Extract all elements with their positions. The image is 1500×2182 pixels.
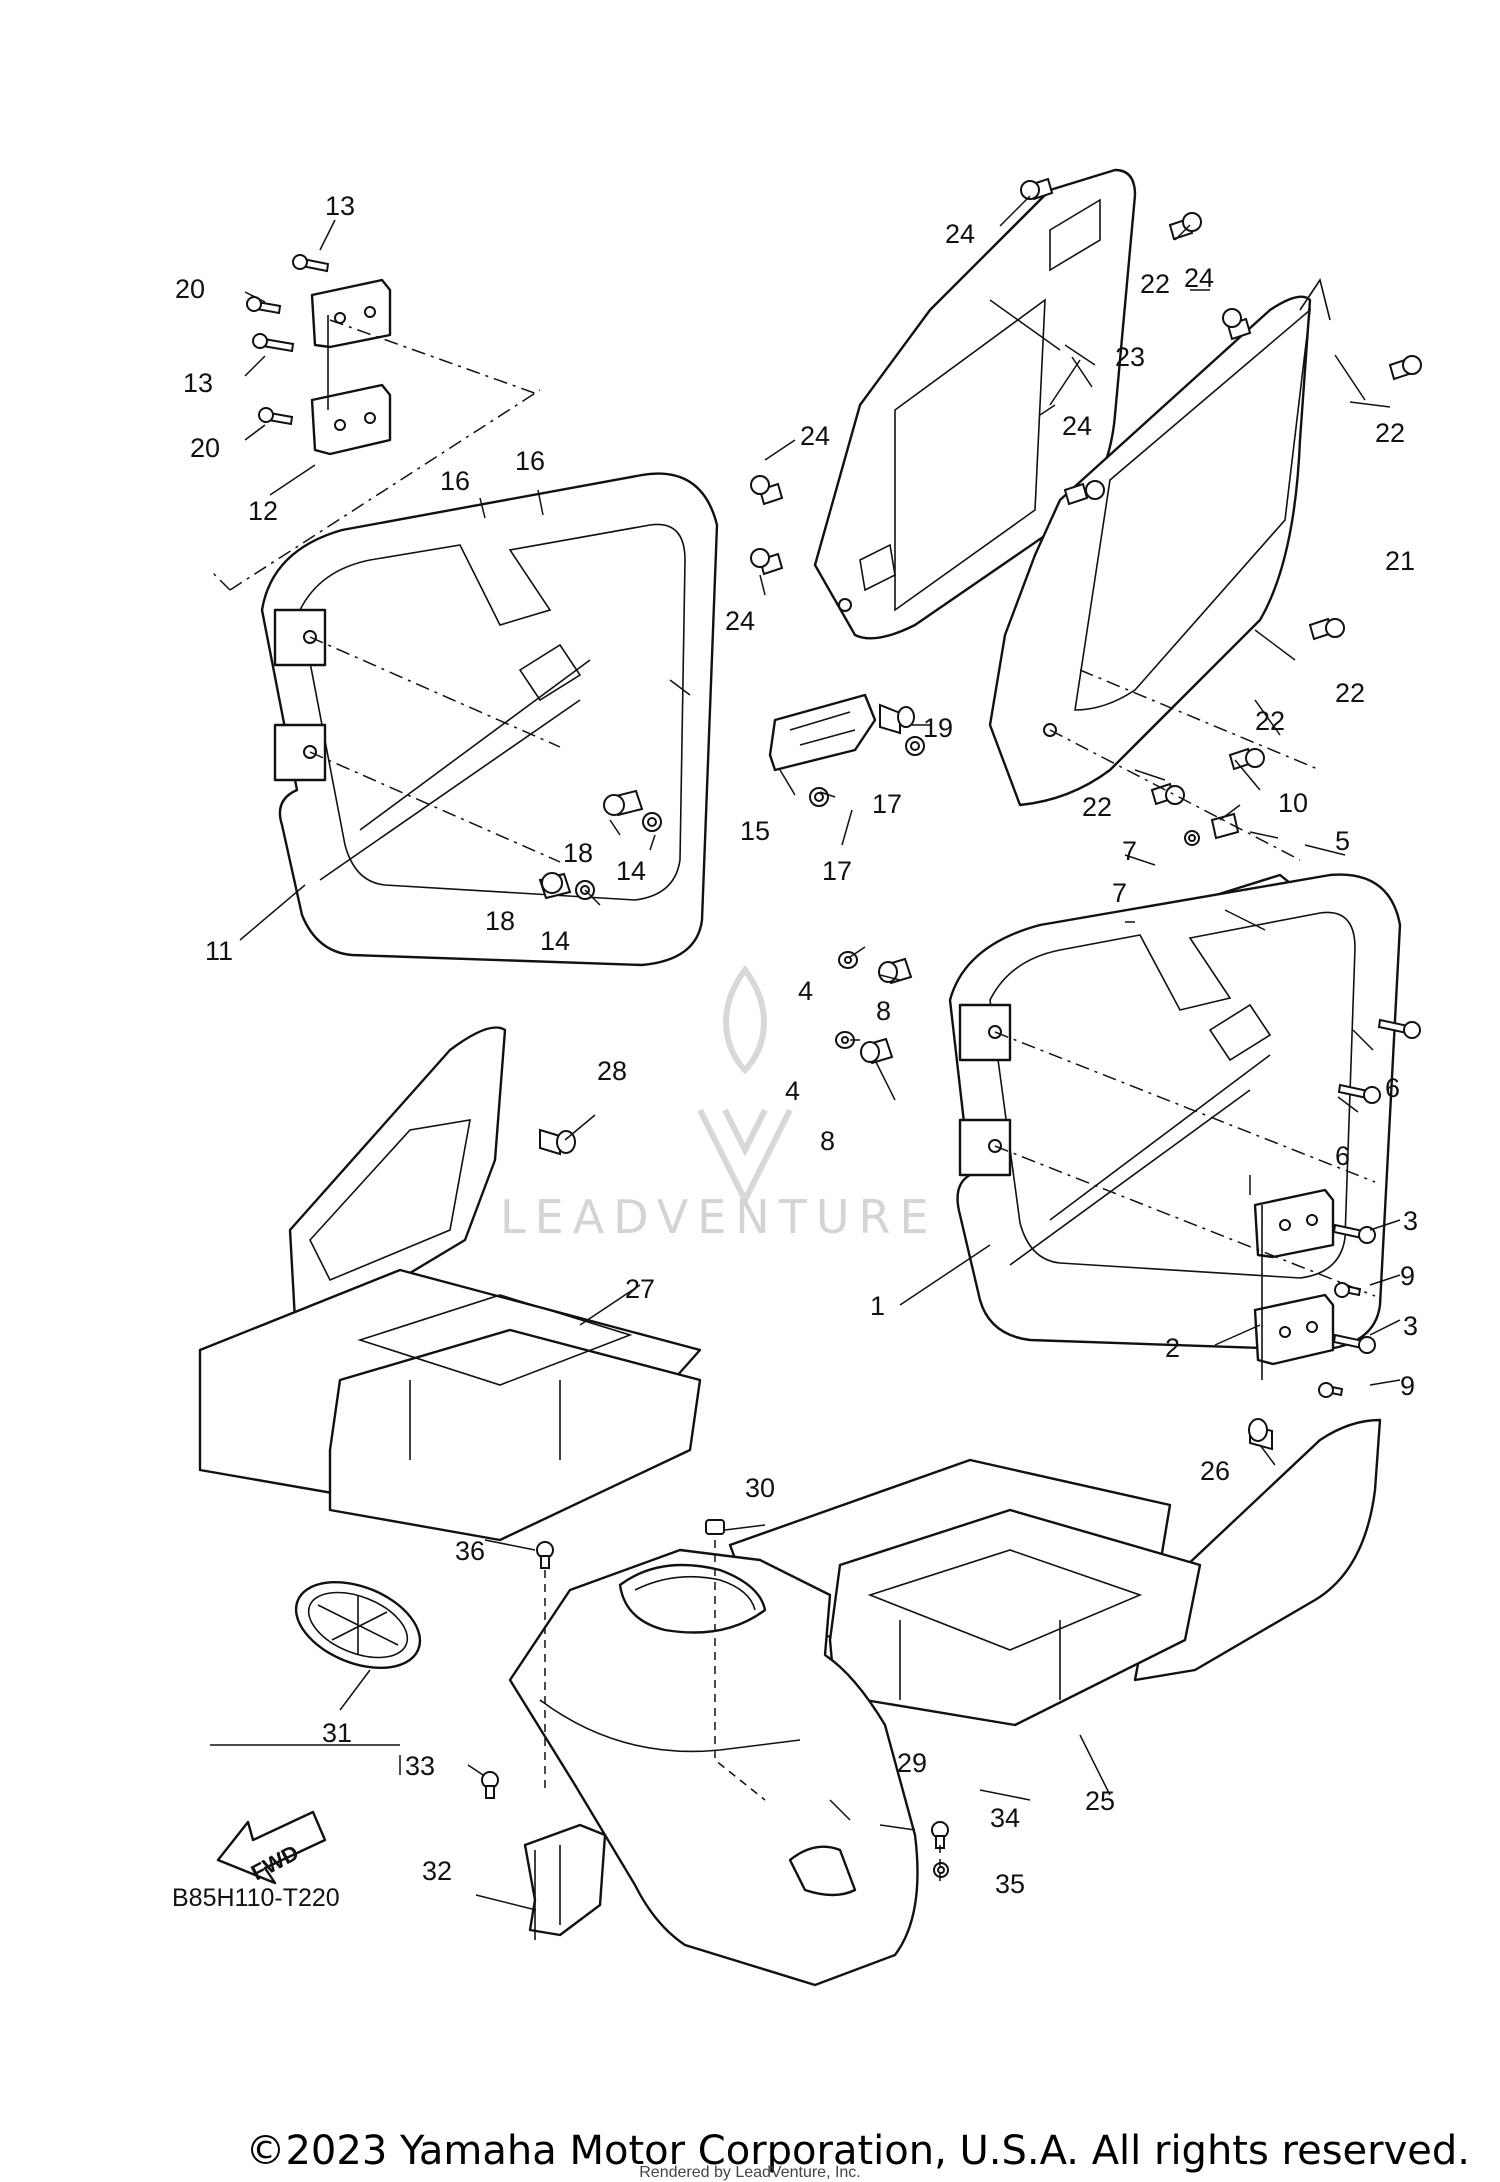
callout-24: 24 — [800, 421, 830, 451]
callout-5: 5 — [1335, 826, 1350, 856]
leader-lines — [210, 195, 1401, 1911]
callout-12: 12 — [248, 496, 278, 526]
callout-30: 30 — [745, 1473, 775, 1503]
diagram-reference-code: B85H110-T220 — [172, 1884, 340, 1912]
watermark-logo — [697, 964, 793, 1207]
callout-13: 13 — [183, 368, 213, 398]
callout-1: 1 — [870, 1291, 885, 1321]
floor-panel-25 — [728, 1418, 1382, 1727]
callout-17: 17 — [822, 856, 852, 886]
callout-28: 28 — [597, 1056, 627, 1086]
center-console-29 — [508, 1548, 919, 1987]
callout-18: 18 — [563, 838, 593, 868]
bolts-right — [1318, 1018, 1421, 1398]
callout-25: 25 — [1085, 1786, 1115, 1816]
callout-31: 31 — [322, 1718, 352, 1748]
callout-6: 6 — [1385, 1073, 1400, 1103]
reference-lines — [209, 319, 1376, 1885]
callout-22: 22 — [1375, 418, 1405, 448]
washers-collars-right — [835, 951, 913, 1065]
callout-8: 8 — [820, 1126, 835, 1156]
callout-22: 22 — [1335, 678, 1365, 708]
callout-14: 14 — [616, 856, 646, 886]
callout-24: 24 — [1184, 263, 1214, 293]
callout-20: 20 — [190, 433, 220, 463]
callout-22: 22 — [1255, 706, 1285, 736]
callout-35: 35 — [995, 1869, 1025, 1899]
callout-numbers: 13 20 13 20 12 16 16 11 18 14 18 14 15 1… — [175, 191, 1418, 1899]
watermark-text: LEADVENTURE — [500, 1190, 938, 1244]
door-frame-right-1 — [948, 873, 1402, 1352]
callout-14: 14 — [540, 926, 570, 956]
callout-19: 19 — [923, 713, 953, 743]
push-rivets — [750, 177, 1422, 806]
callout-24: 24 — [945, 219, 975, 249]
callout-8: 8 — [876, 996, 891, 1026]
callout-20: 20 — [175, 274, 205, 304]
callout-11: 11 — [205, 936, 233, 966]
callout-7: 7 — [1112, 878, 1127, 908]
callout-32: 32 — [422, 1856, 452, 1886]
callout-3: 3 — [1403, 1311, 1418, 1341]
callout-17: 17 — [872, 789, 902, 819]
callout-29: 29 — [897, 1748, 927, 1778]
hinge-bracket-2 — [1253, 1188, 1335, 1380]
hinge-bracket-12 — [310, 278, 392, 456]
callout-24: 24 — [725, 606, 755, 636]
callout-16: 16 — [440, 466, 470, 496]
callout-27: 27 — [625, 1274, 655, 1304]
callout-4: 4 — [798, 976, 813, 1006]
callout-22: 22 — [1140, 269, 1170, 299]
callout-10: 10 — [1278, 788, 1308, 818]
callout-4: 4 — [785, 1076, 800, 1106]
callout-15: 15 — [740, 816, 770, 846]
rivet-28 — [539, 1128, 576, 1156]
hardware-left-door — [538, 736, 925, 900]
callout-13: 13 — [325, 191, 355, 221]
door-frame-left-11 — [260, 472, 719, 967]
callout-36: 36 — [455, 1536, 485, 1566]
callout-9: 9 — [1400, 1261, 1415, 1291]
callout-9: 9 — [1400, 1371, 1415, 1401]
copyright-footer: ©2023 Yamaha Motor Corporation, U.S.A. A… — [245, 2128, 1470, 2174]
bracket-32 — [523, 1823, 607, 1940]
callout-7: 7 — [1122, 836, 1137, 866]
callout-33: 33 — [405, 1751, 435, 1781]
callout-3: 3 — [1403, 1206, 1418, 1236]
intake-grille-31 — [294, 1580, 422, 1670]
callout-22: 22 — [1082, 792, 1112, 822]
callout-6: 6 — [1335, 1141, 1350, 1171]
callout-18: 18 — [485, 906, 515, 936]
rendered-by-credit: Rendered by LeadVenture, Inc. — [639, 2164, 861, 2181]
latch-assembly-15 — [768, 693, 915, 772]
callout-34: 34 — [990, 1803, 1020, 1833]
callout-24: 24 — [1062, 411, 1092, 441]
callout-2: 2 — [1165, 1333, 1180, 1363]
callout-16: 16 — [515, 446, 545, 476]
fwd-arrow-icon — [216, 1810, 327, 1885]
console-hardware — [481, 1519, 949, 1878]
callout-21: 21 — [1385, 546, 1415, 576]
callout-23: 23 — [1115, 342, 1145, 372]
floor-panel-27 — [198, 1026, 702, 1542]
door-panel-21 — [988, 278, 1331, 807]
callout-26: 26 — [1200, 1456, 1230, 1486]
